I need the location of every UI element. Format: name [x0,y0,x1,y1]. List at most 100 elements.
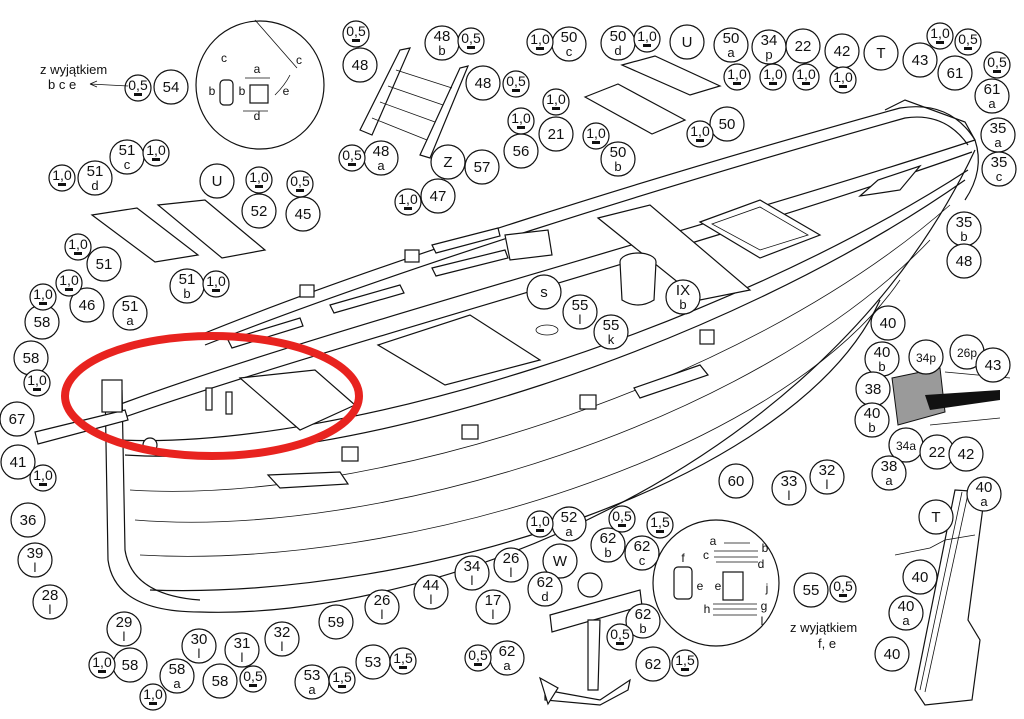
callout-number: 34p [916,351,936,365]
callout-28-l: 28l [32,584,68,620]
callout-number: 32 [274,624,291,641]
callout-suffix: l [826,477,829,492]
callout-number: 58 [34,314,51,331]
thickness-badge: 0,5 [342,20,370,48]
callout-suffix: l [198,646,201,661]
plate-thickness-icon [399,666,407,669]
callout-suffix: a [994,135,1002,150]
plate-thickness-icon [696,139,704,142]
callout-39-l: 39l [17,542,53,578]
thickness-value: 1,0 [249,169,269,185]
thickness-badge: 1,0 [526,510,554,538]
callout-number: 45 [295,206,312,223]
callout-22: 22 [785,28,821,64]
thickness-badge: 0,5 [457,27,485,55]
thickness-value: 1,0 [68,236,88,252]
thickness-badge: 1,0 [88,651,116,679]
callout-number: 21 [548,126,565,143]
detail-letter: l [761,614,764,628]
thickness-badge: 0,5 [239,665,267,693]
callout-40-b: 40b [864,341,900,377]
thickness-value: 1,0 [52,167,72,183]
callout-48-a: 48a [363,140,399,176]
callout-number: 26 [503,550,520,567]
callout-50-a: 50a [713,27,749,63]
callout-number: 42 [834,43,851,60]
callout-number: 58 [23,350,40,367]
callout-48: 48 [946,243,982,279]
callout-number: 30 [191,631,208,648]
callout-51-a: 51a [112,295,148,331]
plate-thickness-icon [467,46,475,49]
plate-thickness-icon [733,82,741,85]
thickness-badge: 0,5 [124,74,152,102]
callout-51-b: 51b [169,268,205,304]
thickness-badge: 1,5 [646,511,674,539]
callout-46: 46 [69,287,105,323]
callout-55-l: 55l [562,294,598,330]
callout-number: 51 [96,256,113,273]
callout-number: U [682,34,693,51]
callout-number: 38 [881,458,898,475]
callout-42: 42 [824,33,860,69]
callout-suffix: b [604,545,611,560]
plate-thickness-icon [352,39,360,42]
callout-43: 43 [902,42,938,78]
thickness-value: 0,5 [243,668,263,684]
callout-suffix: l [788,488,791,503]
callout-26-l: 26l [493,547,529,583]
callout-suffix: d [91,178,98,193]
callout-53-a: 53a [294,664,330,700]
callout-34a: 34a [888,427,924,463]
callout-50-d: 50d [600,25,636,61]
callout-number: 67 [9,411,26,428]
callout-38: 38 [855,371,891,407]
plate-thickness-icon [769,82,777,85]
callout-number: 55 [803,582,820,599]
callout-number: 35 [990,120,1007,137]
callout-w: W [542,543,578,579]
thickness-value: 1,0 [546,91,566,107]
plate-thickness-icon [134,93,142,96]
plate-thickness-icon [964,47,972,50]
plate-thickness-icon [39,483,47,486]
callout-u: U [669,24,705,60]
plate-thickness-icon [98,670,106,673]
callout-17-l: 17l [475,589,511,625]
detail-letter: e [715,579,722,593]
callout-s: s [526,274,562,310]
callout-suffix: l [281,639,284,654]
thickness-value: 0,5 [610,626,630,642]
callout-suffix: d [614,43,621,58]
callout-47: 47 [420,178,456,214]
callout-number: 48 [956,253,973,270]
thickness-badge: 1,0 [29,283,57,311]
detail-letter: j [765,581,769,595]
thickness-badge: 0,5 [606,623,634,651]
thickness-value: 1,5 [332,669,352,685]
thickness-badge: 1,0 [792,63,820,91]
plate-thickness-icon [404,207,412,210]
callout-number: 59 [328,614,345,631]
callout-number: 57 [474,159,491,176]
thickness-badge: 1,0 [723,63,751,91]
thickness-value: 1,5 [393,650,413,666]
plate-thickness-icon [39,302,47,305]
thickness-badge: 1,0 [245,166,273,194]
thickness-badge: 0,5 [502,70,530,98]
thickness-badge: 0,5 [338,144,366,172]
callout-35-c: 35c [981,151,1017,187]
callout-62-b: 62b [625,603,661,639]
callout-40-a: 40a [888,595,924,631]
callout-48: 48 [342,47,378,83]
plate-thickness-icon [681,668,689,671]
thickness-badge: 1,0 [829,66,857,94]
note-except-2-line1: z wyjątkiem [790,620,857,635]
thickness-badge-group: 0,5 0,5 0,5 0,5 0,5 1,0 1,0 1,0 0,5 1,0 1,0 1,0 1,0 1… [23,20,1011,711]
callout-number: 62 [645,656,662,673]
callout-61-a: 61a [974,78,1010,114]
thickness-badge: 1,0 [64,233,92,261]
callout-42: 42 [948,436,984,472]
thickness-badge: 1,0 [633,25,661,53]
